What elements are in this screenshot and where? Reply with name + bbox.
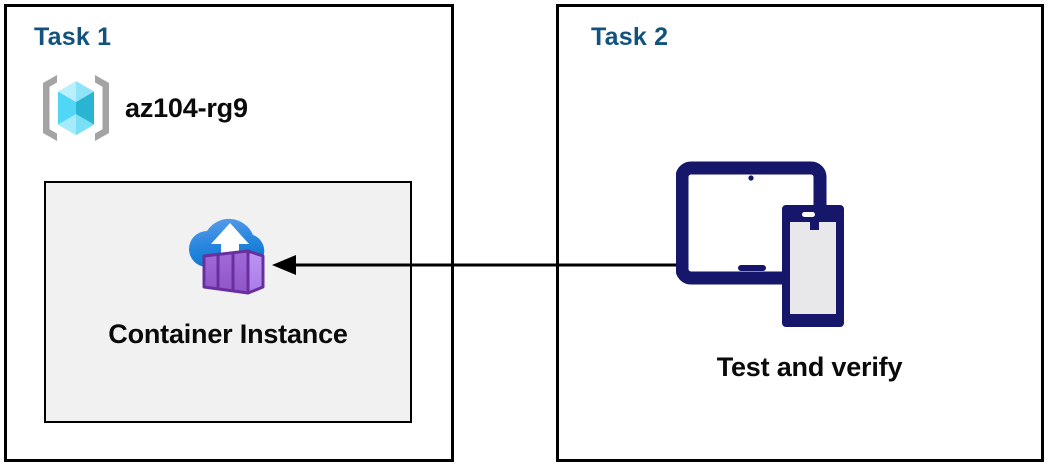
panel-task-1: Task 1 az104-rg9 [4,4,454,462]
container-instance-box: Container Instance [44,181,412,423]
tablet-and-phone-icon [676,161,844,327]
azure-resource-group-icon [43,75,109,141]
azure-container-instance-icon [189,218,265,295]
test-and-verify-label: Test and verify [716,352,903,382]
resource-group-label: az104-rg9 [125,92,248,123]
container-instance-label: Container Instance [108,319,348,349]
resource-group-row: az104-rg9 [37,69,248,147]
panel-task-2-title: Task 2 [591,23,669,51]
devices-group [676,160,866,335]
panel-task-1-title: Task 1 [34,23,112,51]
